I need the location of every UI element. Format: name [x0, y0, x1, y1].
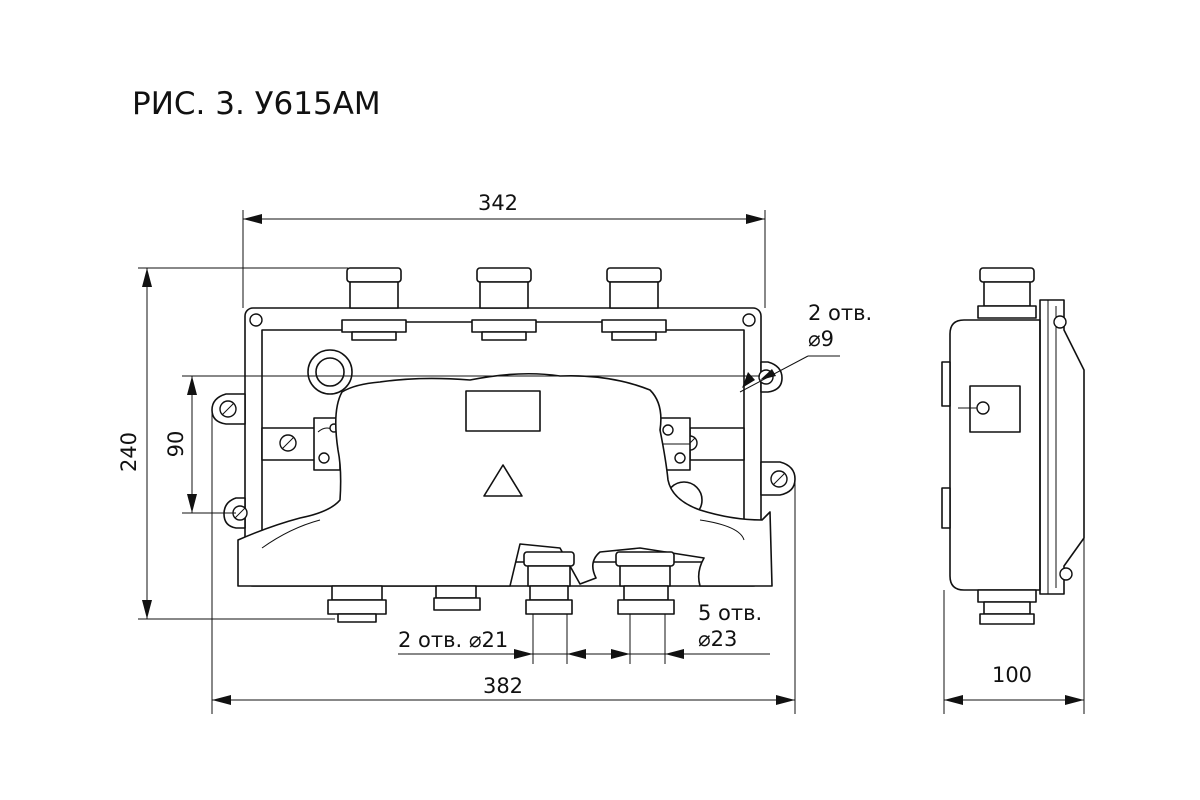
large-entries-diameter: ⌀23	[698, 627, 737, 651]
small-entries-label: 2 отв. ⌀21	[398, 628, 508, 652]
large-entries-count: 5 отв.	[698, 601, 762, 625]
front-view	[211, 267, 796, 623]
dimension-labels: 342 382 100 240 90 2 отв. ⌀9 2 отв. ⌀21 …	[117, 191, 1032, 698]
mount-holes-diameter: ⌀9	[808, 327, 834, 351]
bottom-cable-glands	[327, 551, 675, 623]
mounting-ears	[211, 361, 796, 529]
terminal-block-right	[659, 417, 745, 471]
dim-height-240: 240	[117, 432, 141, 472]
dim-length-342: 342	[478, 191, 518, 215]
top-cable-glands	[341, 267, 667, 341]
side-view	[941, 267, 1085, 625]
terminal-block-left	[261, 417, 341, 471]
label-window	[465, 390, 541, 432]
dim-spacing-90: 90	[164, 431, 188, 458]
cover-cutaway	[237, 372, 773, 587]
triangle-warning-icon	[483, 464, 523, 497]
mount-holes-count: 2 отв.	[808, 301, 872, 325]
dim-depth-100: 100	[992, 663, 1032, 687]
figure-title: РИС. 3. У615АМ	[132, 86, 381, 122]
dim-length-382: 382	[483, 674, 523, 698]
dimension-lines	[138, 210, 1085, 714]
